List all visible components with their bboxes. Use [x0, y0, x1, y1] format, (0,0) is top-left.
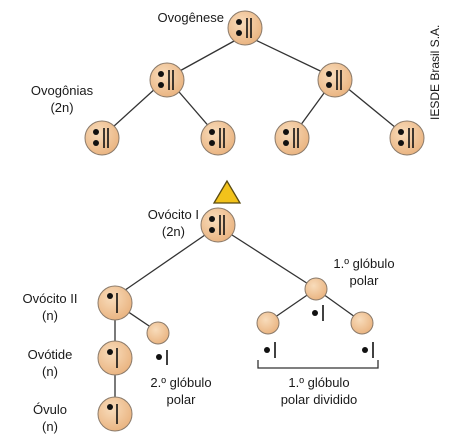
label-primeiro-dividido-1: 1.º glóbulo — [288, 375, 349, 390]
line-oc1-gp1 — [217, 225, 317, 290]
line-oc1-oc2 — [114, 225, 219, 298]
cell-ovogenese — [227, 10, 263, 46]
cell-level2-3 — [274, 120, 310, 156]
label-segundo-globulo-1: 2.º glóbulo — [150, 375, 211, 390]
label-ovogonias-1: Ovogônias — [31, 83, 94, 98]
cell-ovogonia-right — [317, 62, 353, 98]
cell-primeiro-globulo — [304, 277, 328, 301]
bracket — [257, 360, 379, 369]
cell-level2-2 — [200, 120, 236, 156]
label-ovocito1-1: Ovócito I — [148, 207, 199, 222]
label-primeiro-dividido-2: polar dividido — [281, 392, 358, 407]
label-ovotide-1: Ovótide — [28, 347, 73, 362]
label-primeiro-globulo-2: polar — [350, 273, 380, 288]
title-ovogenese: Ovogênese — [158, 10, 225, 25]
cell-ovocito-2 — [97, 285, 133, 321]
chromosome-dividido-right — [362, 342, 374, 358]
cell-level2-1 — [84, 120, 120, 156]
label-segundo-globulo-2: polar — [167, 392, 197, 407]
cell-globulo-dividido-right — [350, 311, 374, 335]
label-ovocito2-2: (n) — [42, 308, 58, 323]
label-ovulo-2: (n) — [42, 419, 58, 434]
up-arrow-icon — [212, 179, 242, 204]
credit-text: IESDE Brasil S.A. — [428, 25, 442, 120]
label-ovotide-2: (n) — [42, 364, 58, 379]
cell-segundo-globulo — [146, 321, 170, 345]
chromosome-primeiro-globulo — [312, 305, 324, 321]
cell-ovocito-1 — [200, 207, 236, 243]
chromosome-segundo-globulo — [156, 350, 168, 365]
cell-ovogonia-left — [149, 62, 185, 98]
cell-level2-4 — [389, 120, 425, 156]
label-ovulo-1: Óvulo — [33, 402, 67, 417]
label-ovocito1-2: (2n) — [162, 224, 185, 239]
label-primeiro-globulo-1: 1.º glóbulo — [333, 256, 394, 271]
cell-ovulo — [97, 396, 133, 432]
label-ovocito2-1: Ovócito II — [23, 291, 78, 306]
connector-lines — [101, 34, 408, 412]
chromosome-dividido-left — [264, 342, 276, 358]
line-top-right — [244, 34, 336, 79]
cell-globulo-dividido-left — [256, 311, 280, 335]
cell-ovotide — [97, 340, 133, 376]
label-ovogonias-2: (2n) — [50, 100, 73, 115]
